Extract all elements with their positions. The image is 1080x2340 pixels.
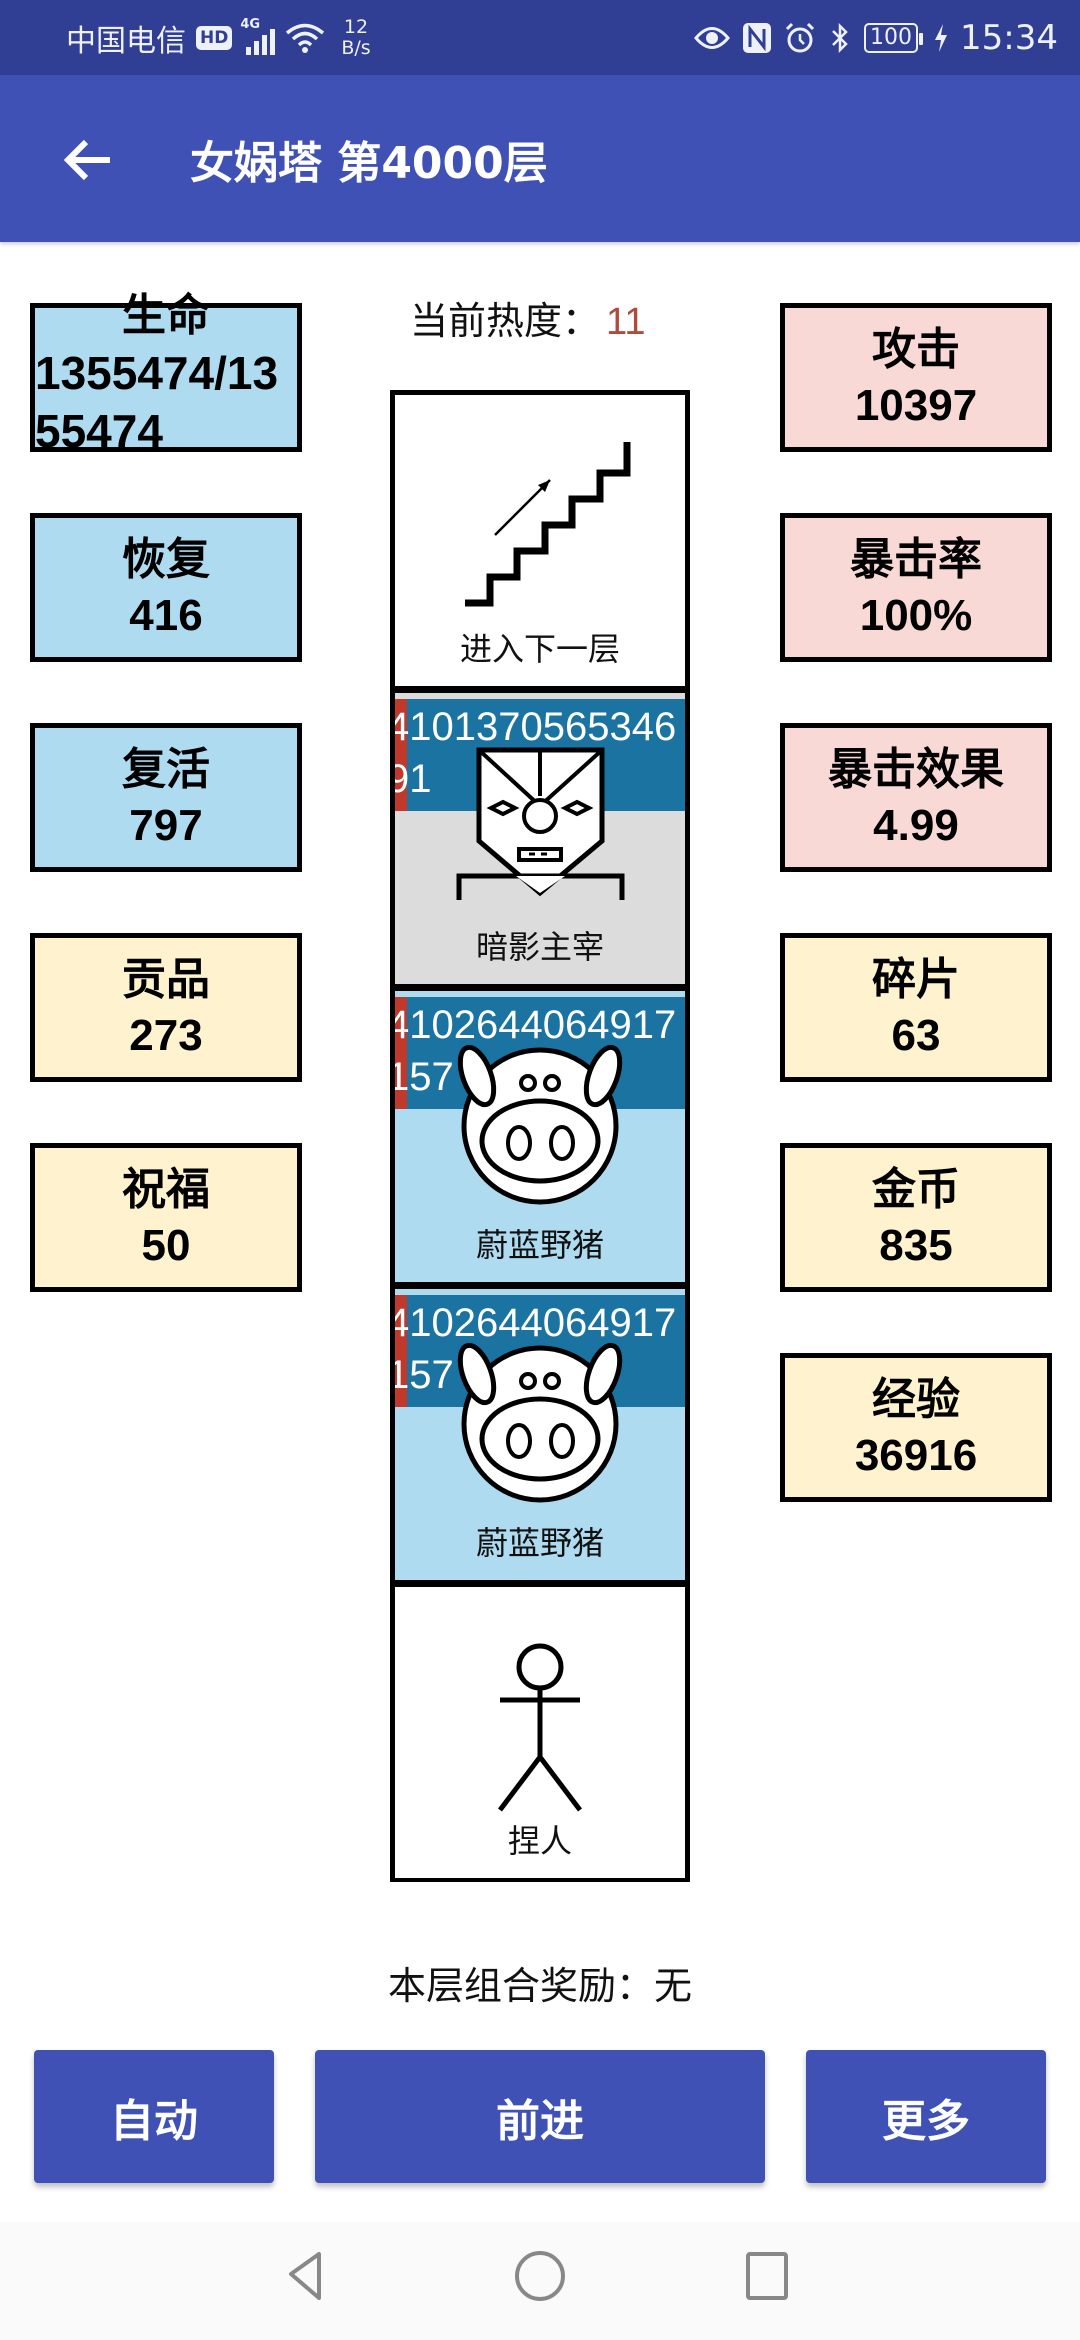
app-bar: 女娲塔 第4000层 — [0, 75, 1080, 242]
stat-fragments: 碎片 63 — [780, 933, 1052, 1082]
stat-label: 攻击 — [872, 323, 960, 375]
combo-reward: 本层组合奖励：无 — [0, 1955, 1080, 2010]
stat-label: 经验 — [872, 1373, 960, 1425]
monster-hp-value: 4102644064917157 — [390, 1003, 677, 1099]
nfc-icon — [743, 22, 772, 53]
carrier-name: 中国电信 — [66, 23, 186, 59]
hp-damage-bar — [395, 1295, 407, 1407]
stat-value: 1355474/1355474 — [35, 347, 279, 457]
stat-life: 生命 1355474/1355474 — [30, 290, 302, 457]
stat-gold: 金币 835 — [780, 1143, 1052, 1292]
stat-value: 100% — [859, 590, 973, 640]
speed-unit: B/s — [341, 36, 371, 59]
combo-reward-value: 无 — [654, 1964, 693, 2008]
tower-column: 进入下一层 410137056534691 暗影主宰 4102644064917… — [390, 390, 690, 1882]
tower-cell-label: 暗影主宰 — [475, 928, 604, 966]
stat-label: 暴击效果 — [828, 743, 1004, 795]
stat-value: 835 — [879, 1220, 953, 1270]
status-bar: 中国电信 HD 4G 12 B/s — [0, 0, 1080, 75]
stat-value: 63 — [891, 1010, 941, 1060]
alarm-icon — [785, 22, 815, 52]
stat-value: 416 — [129, 590, 203, 640]
nav-home-icon[interactable] — [513, 2246, 567, 2306]
stat-label: 金币 — [872, 1163, 960, 1215]
wifi-icon — [286, 23, 325, 53]
tower-cell-player[interactable]: 捏人 — [390, 1582, 690, 1882]
tower-cell-label: 捏人 — [507, 1822, 572, 1860]
network-speed: 12 B/s — [341, 15, 371, 59]
stat-experience: 经验 36916 — [780, 1353, 1052, 1502]
stat-label: 暴击率 — [850, 533, 982, 585]
auto-button[interactable]: 自动 — [34, 2050, 274, 2183]
system-nav-bar — [0, 2222, 1080, 2340]
nav-back-icon[interactable] — [283, 2246, 333, 2306]
tower-cell-next-floor[interactable]: 进入下一层 — [390, 390, 690, 690]
arrow-left-icon[interactable] — [58, 130, 118, 190]
stat-value: 4.99 — [873, 800, 959, 850]
heat-label: 当前热度： — [410, 299, 601, 343]
tower-cell-label: 进入下一层 — [459, 630, 620, 668]
stairs-icon — [465, 442, 631, 607]
stat-label: 祝福 — [122, 1163, 210, 1215]
charging-icon — [935, 23, 948, 52]
heat-indicator: 当前热度：11 — [410, 290, 645, 345]
advance-button[interactable]: 前进 — [315, 2050, 765, 2183]
tower-cell-label: 蔚蓝野猪 — [475, 1524, 604, 1562]
stat-blessing: 祝福 50 — [30, 1143, 302, 1292]
stat-value: 50 — [141, 1220, 191, 1270]
tower-cell-monster[interactable]: 4102644064917157 蔚蓝野猪 — [390, 986, 690, 1286]
stat-value: 273 — [129, 1010, 203, 1060]
stat-label: 恢复 — [122, 533, 210, 585]
monster-hp-value: 410137056534691 — [390, 705, 677, 801]
eye-icon — [694, 26, 730, 49]
tower-cell-monster[interactable]: 4102644064917157 蔚蓝野猪 — [390, 1284, 690, 1584]
page-title: 女娲塔 第4000层 — [190, 138, 548, 189]
monster-hp-bar: 410137056534691 — [395, 699, 685, 811]
heat-value: 11 — [606, 301, 646, 343]
stat-value: 797 — [129, 800, 203, 850]
bluetooth-icon — [832, 22, 848, 53]
nav-recents-icon[interactable] — [745, 2246, 789, 2306]
pig-icon — [457, 1044, 623, 1205]
combo-reward-label: 本层组合奖励： — [387, 1964, 654, 2008]
stat-crit-effect: 暴击效果 4.99 — [780, 723, 1052, 872]
stat-attack: 攻击 10397 — [780, 303, 1052, 452]
stat-tribute: 贡品 273 — [30, 933, 302, 1082]
clock: 15:34 — [960, 17, 1058, 58]
more-button[interactable]: 更多 — [806, 2050, 1046, 2183]
speed-value: 12 — [343, 15, 369, 38]
stat-revive: 复活 797 — [30, 723, 302, 872]
network-type: 4G — [240, 16, 261, 32]
hp-damage-bar — [395, 699, 407, 811]
tower-cell-monster[interactable]: 410137056534691 暗影主宰 — [390, 688, 690, 988]
stat-regen: 恢复 416 — [30, 513, 302, 662]
monster-hp-value: 4102644064917157 — [390, 1301, 677, 1397]
stat-label: 贡品 — [122, 953, 210, 1005]
hd-badge: HD — [196, 25, 233, 50]
mask-monster-icon — [456, 747, 625, 900]
hp-damage-bar — [395, 997, 407, 1109]
stat-label: 碎片 — [872, 953, 960, 1005]
stat-label: 生命 — [122, 290, 210, 341]
battery-icon: 100 — [864, 22, 924, 53]
stat-value: 36916 — [854, 1430, 978, 1480]
battery-level: 100 — [870, 24, 913, 50]
signal-icon: 4G — [240, 17, 276, 55]
stat-value: 10397 — [854, 380, 978, 430]
stat-label: 复活 — [122, 743, 210, 795]
stat-crit-rate: 暴击率 100% — [780, 513, 1052, 662]
tower-cell-label: 蔚蓝野猪 — [475, 1226, 604, 1264]
stick-figure-icon — [498, 1643, 582, 1812]
pig-icon — [457, 1342, 623, 1503]
